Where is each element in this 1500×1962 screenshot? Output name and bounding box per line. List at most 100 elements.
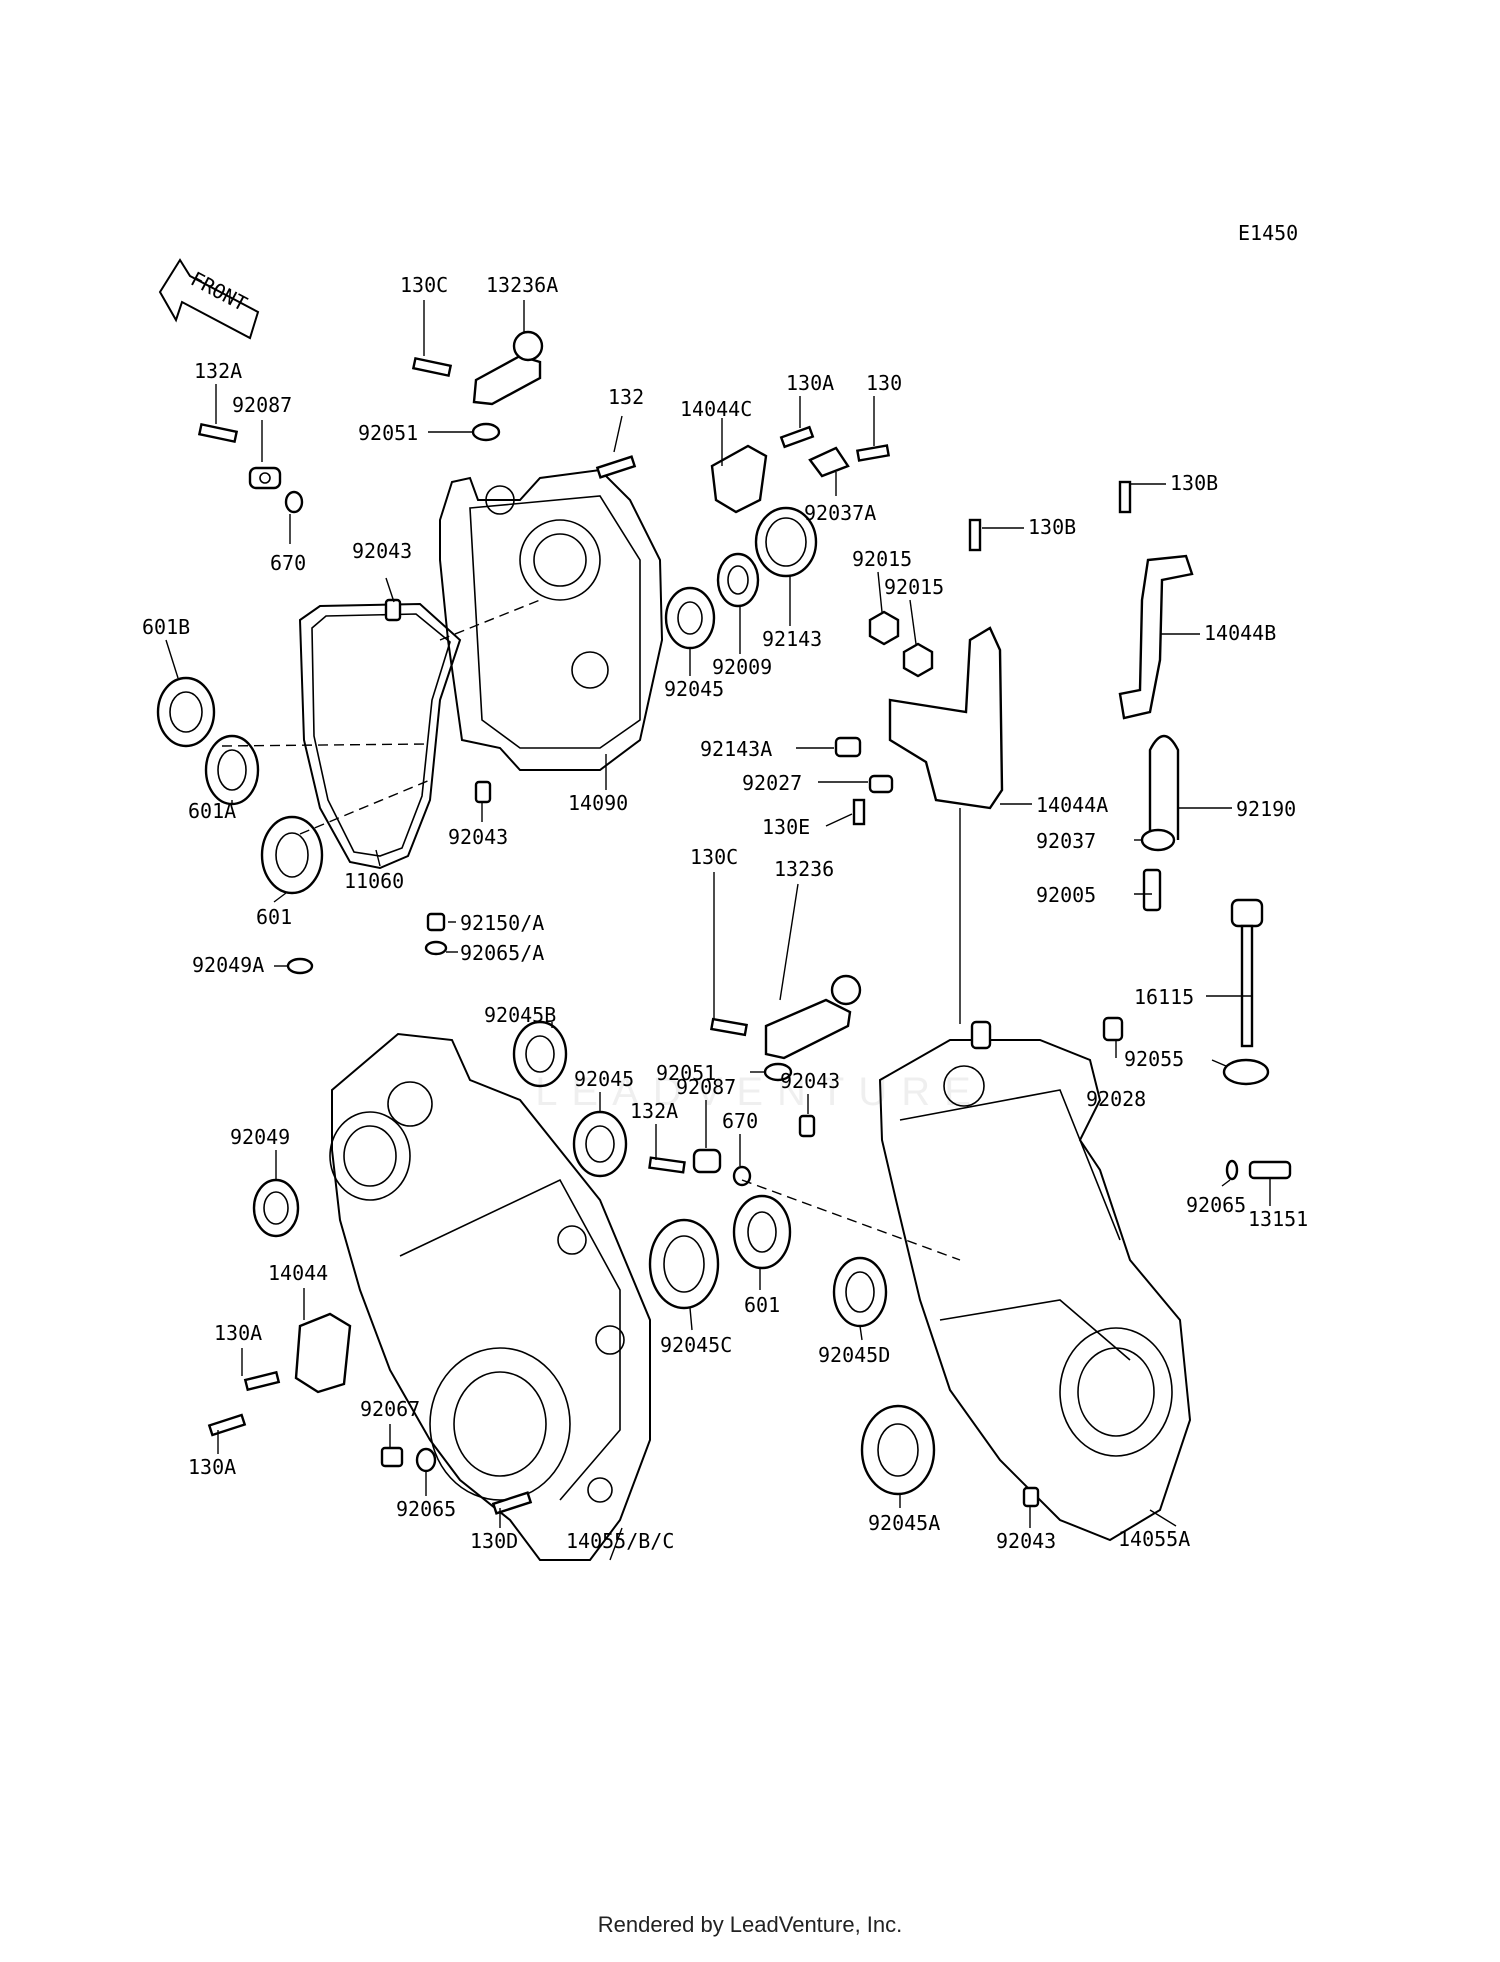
clamp-92037 xyxy=(1140,828,1176,852)
bearing-92045B xyxy=(512,1020,568,1088)
label-92055: 92055 xyxy=(1124,1047,1184,1071)
label-92015-1: 92015 xyxy=(852,547,912,571)
nut-92009 xyxy=(716,552,760,608)
diagram-code: E1450 xyxy=(1238,221,1298,245)
dowel-92043-mid xyxy=(474,780,492,804)
label-130D: 130D xyxy=(470,1529,518,1553)
label-92065-bottom: 92065 xyxy=(396,1497,456,1521)
label-11060: 11060 xyxy=(344,869,404,893)
bolt-130A-left xyxy=(243,1370,281,1392)
lever-13236 xyxy=(764,974,862,1060)
label-92045-mid: 92045 xyxy=(574,1067,634,1091)
collar-92027 xyxy=(868,774,894,794)
hose-92190 xyxy=(1148,734,1180,840)
label-130C-top: 130C xyxy=(400,273,448,297)
dowel-92043-bottom xyxy=(1022,1486,1040,1508)
gasket-11060 xyxy=(298,602,462,870)
washer-92065-bottom xyxy=(415,1447,437,1473)
bearing-601-mid xyxy=(732,1194,792,1270)
label-92015-2: 92015 xyxy=(884,575,944,599)
bracket-92087-mid xyxy=(692,1148,722,1174)
bearing-601 xyxy=(260,815,324,895)
oring-670-top xyxy=(284,490,304,514)
label-14044: 14044 xyxy=(268,1261,328,1285)
label-92028: 92028 xyxy=(1086,1087,1146,1111)
label-92043-mid: 92043 xyxy=(448,825,508,849)
label-14055A: 14055A xyxy=(1118,1527,1190,1551)
seal-92051-top xyxy=(471,422,501,442)
label-13236A: 13236A xyxy=(486,273,558,297)
collar-92143A xyxy=(834,736,862,758)
label-92045B: 92045B xyxy=(484,1003,556,1027)
watermark: LEADVENTURE xyxy=(535,1070,985,1114)
label-92051-mid: 92051 xyxy=(656,1061,716,1085)
plate-92037A xyxy=(808,446,850,478)
bearing-601A xyxy=(204,734,260,806)
label-92143A: 92143A xyxy=(700,737,772,761)
label-670-mid: 670 xyxy=(722,1109,758,1133)
label-132: 132 xyxy=(608,385,644,409)
bolt-132 xyxy=(595,455,637,479)
bearing-601B xyxy=(156,676,216,748)
label-14090: 14090 xyxy=(568,791,628,815)
switch-13151 xyxy=(1248,1160,1292,1180)
label-92051-top: 92051 xyxy=(358,421,418,445)
bearing-92045-mid xyxy=(572,1110,628,1178)
label-92087-top: 92087 xyxy=(232,393,292,417)
bolt-130 xyxy=(855,444,891,462)
bearing-92045C xyxy=(648,1218,720,1310)
label-132A-top: 132A xyxy=(194,359,242,383)
label-92150A: 92150/A xyxy=(460,911,544,935)
bracket-14044A xyxy=(888,626,1004,810)
bolt-132A-top xyxy=(197,422,239,444)
bolt-130B-2 xyxy=(1118,480,1132,514)
label-132A-mid: 132A xyxy=(630,1099,678,1123)
bracket-14044 xyxy=(294,1312,352,1394)
bolt-130B-1 xyxy=(968,518,982,552)
oring-670-mid xyxy=(732,1165,752,1187)
label-14044B: 14044B xyxy=(1204,621,1276,645)
label-130B-1: 130B xyxy=(1170,471,1218,495)
oring-92055 xyxy=(1222,1058,1270,1086)
collar-92143 xyxy=(754,506,818,578)
label-92005: 92005 xyxy=(1036,883,1096,907)
bolt-92150A xyxy=(426,912,446,932)
label-92045A: 92045A xyxy=(868,1511,940,1535)
label-601-left: 601 xyxy=(256,905,292,929)
label-601-mid: 601 xyxy=(744,1293,780,1317)
front-arrow-icon: FRONT xyxy=(158,258,260,340)
bearing-92045A xyxy=(860,1404,936,1496)
label-16115: 16115 xyxy=(1134,985,1194,1009)
label-14055BC: 14055/B/C xyxy=(566,1529,674,1553)
label-92065A: 92065/A xyxy=(460,941,544,965)
bolt-132A-mid xyxy=(648,1156,686,1174)
washer-92065-right xyxy=(1225,1159,1239,1181)
label-14044A: 14044A xyxy=(1036,793,1108,817)
bolt-92067 xyxy=(380,1446,404,1468)
nut-92015-2 xyxy=(902,642,934,678)
label-601B: 601B xyxy=(142,615,190,639)
nut-92015-1 xyxy=(868,610,900,646)
bracket-14044B xyxy=(1118,554,1194,720)
label-130E: 130E xyxy=(762,815,810,839)
label-130: 130 xyxy=(866,371,902,395)
dowel-92043-right xyxy=(798,1114,816,1138)
label-92190: 92190 xyxy=(1236,797,1296,821)
dipstick-16115 xyxy=(1230,898,1264,1048)
label-92049: 92049 xyxy=(230,1125,290,1149)
bracket-14044C xyxy=(710,444,768,514)
label-14044C: 14044C xyxy=(680,397,752,421)
label-92045C: 92045C xyxy=(660,1333,732,1357)
label-130B-2: 130B xyxy=(1028,515,1076,539)
label-92037: 92037 xyxy=(1036,829,1096,853)
washer-92065A xyxy=(424,940,448,956)
label-92087-mid: 92087 xyxy=(676,1075,736,1099)
lever-13236A xyxy=(472,330,544,406)
footer-credit: Rendered by LeadVenture, Inc. xyxy=(597,1912,903,1937)
seal-92049 xyxy=(252,1178,300,1238)
label-92009: 92009 xyxy=(712,655,772,679)
label-13151: 13151 xyxy=(1248,1207,1308,1231)
label-92043-right: 92043 xyxy=(780,1069,840,1093)
label-13236: 13236 xyxy=(774,857,834,881)
